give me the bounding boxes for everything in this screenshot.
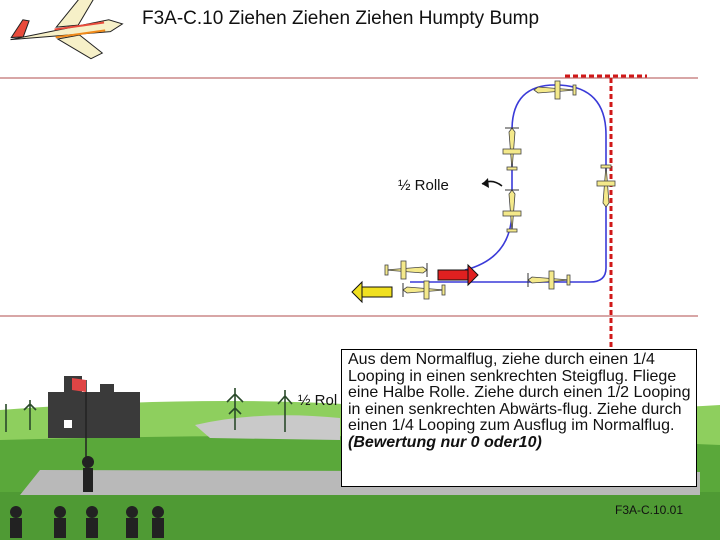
exit-arrow (351, 280, 393, 304)
castle-icon (48, 376, 140, 438)
aircraft-icon (596, 164, 616, 208)
tree-icon (5, 388, 293, 432)
description-text: Aus dem Normalflug, ziehe durch einen 1/… (348, 351, 691, 434)
roll-label-ground: ½ Rol (298, 392, 338, 409)
judge-icon (10, 456, 164, 538)
page-title: F3A-C.10 Ziehen Ziehen Ziehen Humpty Bum… (142, 8, 540, 29)
description-box: Aus dem Normalflug, ziehe durch einen 1/… (341, 349, 697, 487)
aircraft-icon (384, 260, 428, 280)
aircraft-icon (502, 189, 522, 233)
entry-arrow (437, 263, 479, 287)
aircraft-icon (402, 280, 446, 300)
figure-code: F3A-C.10.01 (615, 503, 684, 517)
aircraft-icon (533, 80, 577, 100)
hill (195, 415, 340, 440)
aircraft-icon (527, 270, 571, 290)
box-marker (565, 74, 647, 350)
aircraft-logo-icon (10, 0, 124, 60)
scoring-note: (Bewertung nur 0 oder10) (348, 433, 542, 451)
flag-icon (72, 378, 87, 468)
aircraft-icon (502, 127, 522, 171)
roll-label: ½ Rolle (398, 177, 449, 194)
